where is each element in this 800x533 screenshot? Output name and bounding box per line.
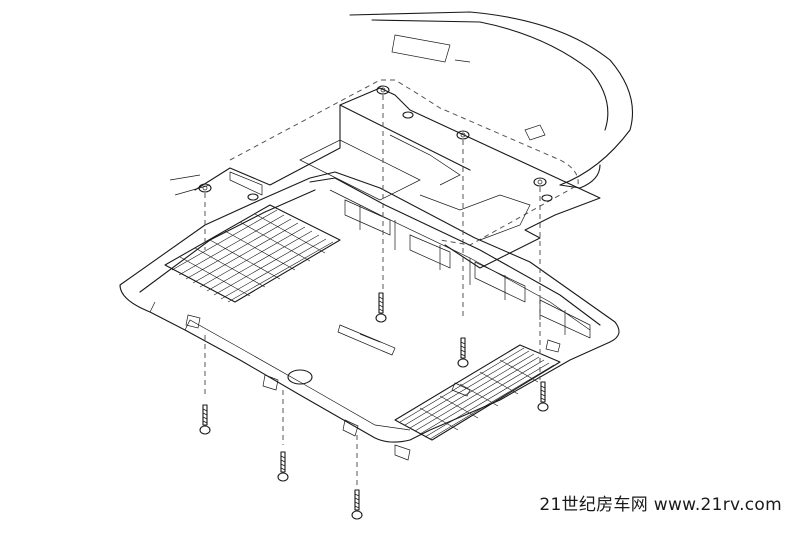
roof-body-outline: [349, 11, 634, 189]
right-vent-grille: [394, 344, 561, 441]
nut-icon: [456, 130, 470, 140]
watermark-text: 21世纪房车网 www.21rv.com: [539, 495, 782, 515]
seal-gasket-outline: [229, 79, 579, 246]
nut-icon: [533, 177, 547, 187]
vent-knob-icon: [287, 369, 313, 385]
mounting-nuts: [198, 85, 553, 202]
fan-cover-housing: [119, 171, 620, 461]
nut-icon: [376, 85, 390, 95]
screw-icon: [277, 451, 289, 482]
screw-icon: [199, 404, 211, 435]
left-vent-grille: [164, 204, 341, 303]
screw-icon: [375, 292, 387, 323]
mounting-plate: [169, 87, 601, 269]
alignment-lines: [204, 95, 541, 485]
nut-icon: [198, 183, 212, 193]
nut-icon: [541, 194, 553, 202]
nut-icon: [402, 111, 414, 119]
screw-icon: [457, 337, 469, 368]
screw-icon: [537, 381, 549, 412]
nut-icon: [247, 193, 259, 201]
screw-icon: [351, 489, 363, 520]
mounting-screws: [199, 292, 549, 520]
